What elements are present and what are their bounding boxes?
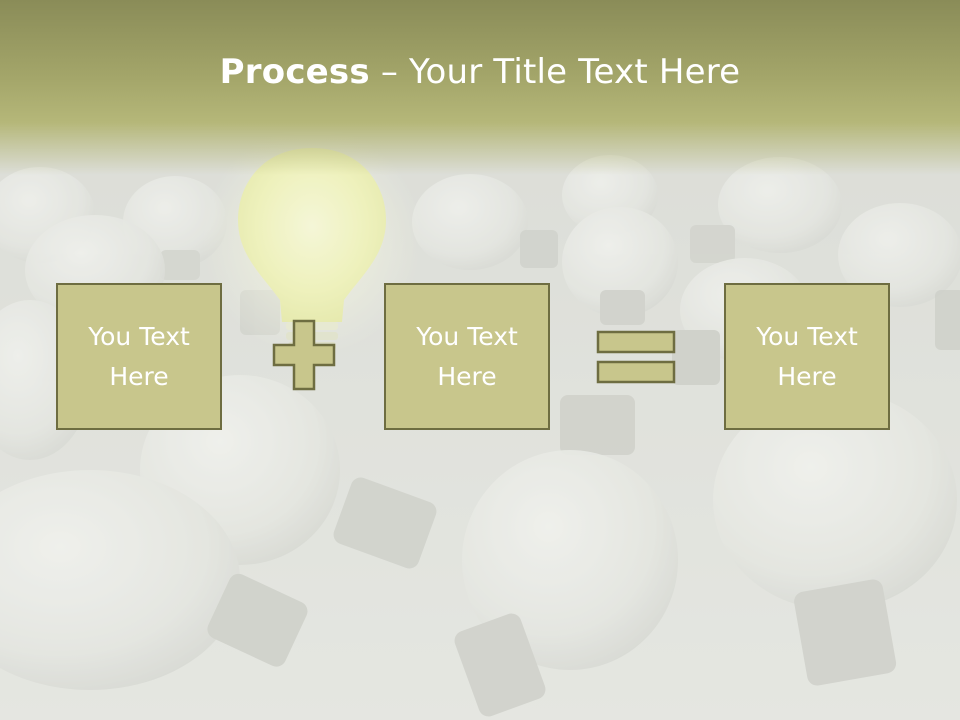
title-band (0, 0, 960, 175)
process-step-box-1[interactable]: You Text Here (56, 283, 222, 430)
background-bulb (0, 375, 957, 717)
process-step-text: You Text Here (416, 321, 518, 391)
process-step-text: You Text Here (756, 321, 858, 391)
title-bold-text: Process (219, 52, 370, 92)
glowing-bulb (202, 125, 422, 362)
process-step-box-3[interactable]: You Text Here (724, 283, 890, 430)
slide-title: Process – Your Title Text Here (0, 52, 960, 92)
title-rest-text: Your Title Text Here (409, 52, 741, 92)
equals-icon (596, 330, 676, 384)
process-step-text: You Text Here (88, 321, 190, 391)
process-step-box-2[interactable]: You Text Here (384, 283, 550, 430)
title-separator: – (369, 52, 410, 92)
plus-icon (272, 319, 336, 391)
